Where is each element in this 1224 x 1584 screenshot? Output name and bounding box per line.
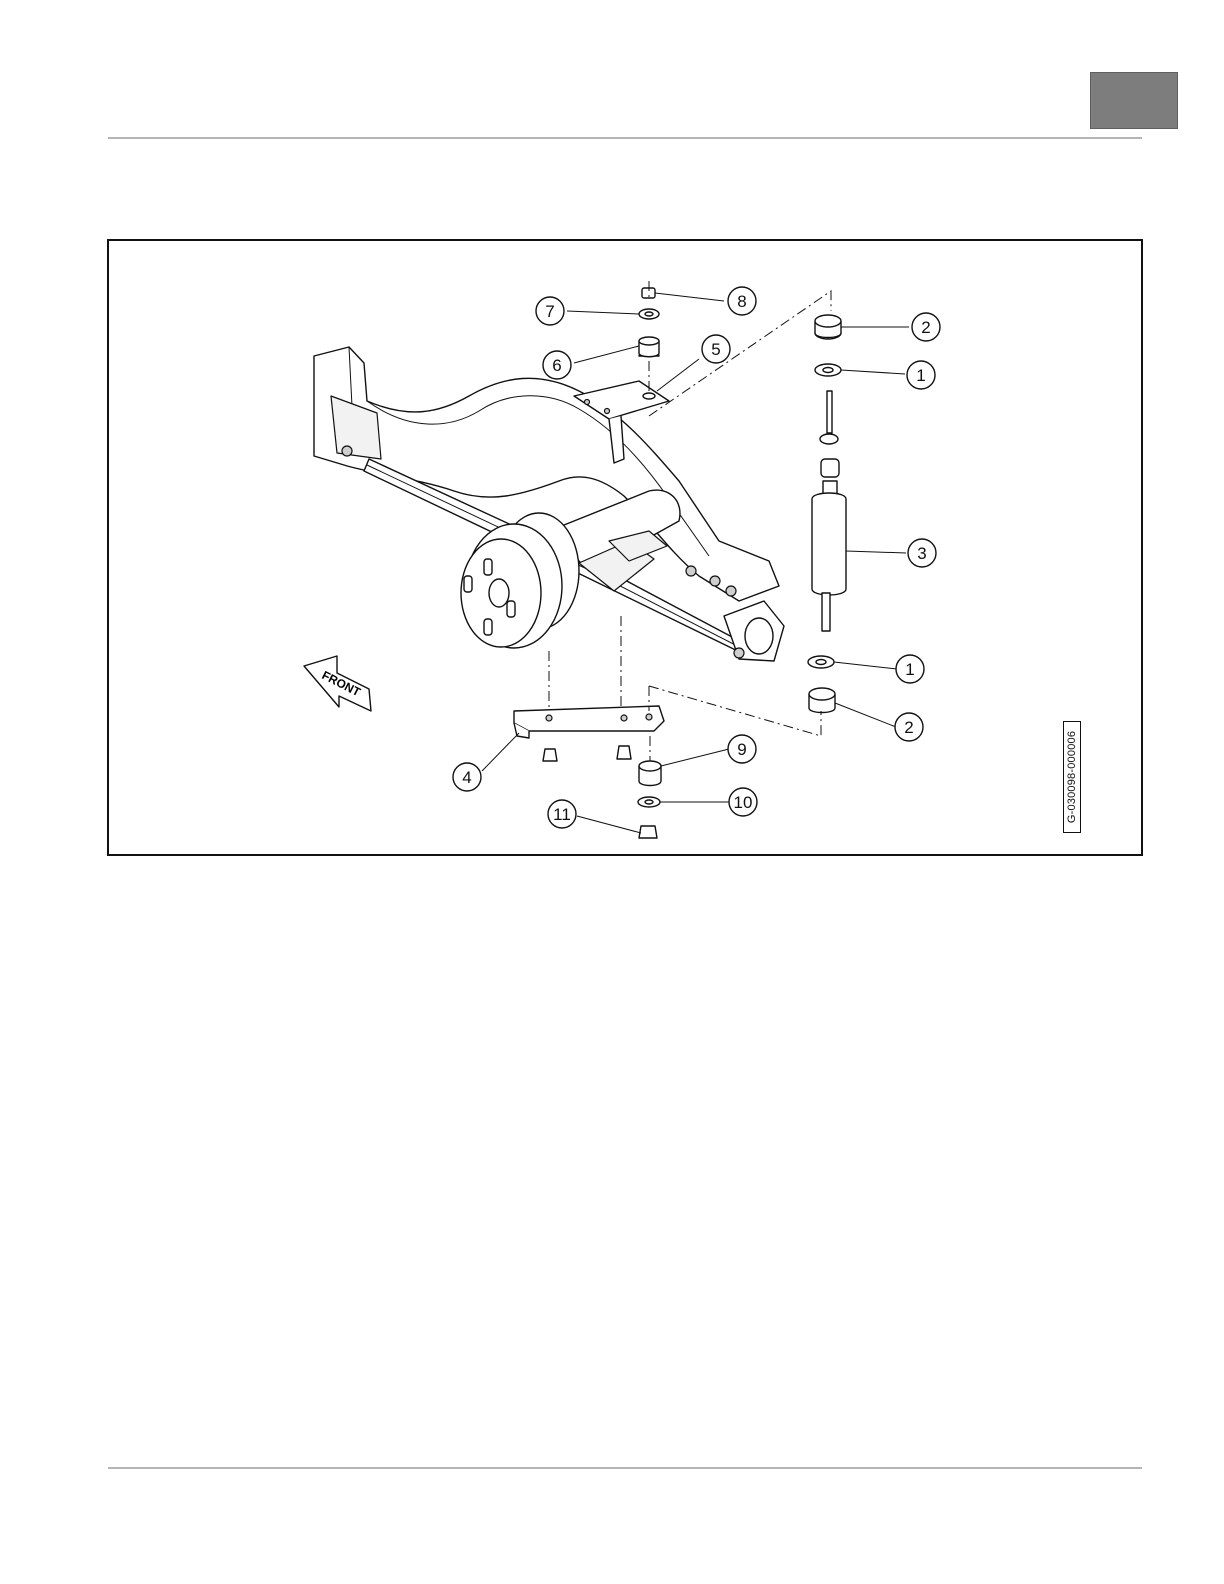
svg-text:3: 3 xyxy=(917,544,926,563)
front-direction-arrow: FRONT xyxy=(304,656,371,711)
svg-text:1: 1 xyxy=(916,366,925,385)
svg-text:2: 2 xyxy=(921,318,930,337)
drawing-id-text: G-030098-000006 xyxy=(1066,731,1078,823)
svg-text:6: 6 xyxy=(552,356,561,375)
callout-2-lower: 2 xyxy=(895,713,923,741)
upper-mount-hardware xyxy=(639,288,659,357)
rear-suspension-illustration: FRONT 8 7 6 xyxy=(109,241,1141,854)
drawing-id-label: G-030098-000006 xyxy=(1063,721,1081,833)
callout-8: 8 xyxy=(728,287,756,315)
callout-10: 10 xyxy=(729,788,757,816)
callout-3: 3 xyxy=(908,539,936,567)
callout-1-upper: 1 xyxy=(907,361,935,389)
callout-7: 7 xyxy=(536,297,564,325)
svg-text:10: 10 xyxy=(734,793,753,812)
svg-text:11: 11 xyxy=(553,805,571,824)
brake-drum xyxy=(461,513,579,648)
callout-1-lower: 1 xyxy=(896,655,924,683)
svg-text:9: 9 xyxy=(737,740,746,759)
section-tab-marker xyxy=(1090,72,1178,129)
svg-text:8: 8 xyxy=(737,292,746,311)
svg-text:7: 7 xyxy=(545,302,554,321)
callout-5: 5 xyxy=(702,335,730,363)
callout-9: 9 xyxy=(728,735,756,763)
exploded-view-figure: FRONT 8 7 6 xyxy=(107,239,1143,856)
svg-text:2: 2 xyxy=(904,718,913,737)
callout-4: 4 xyxy=(453,763,481,791)
svg-text:4: 4 xyxy=(462,768,471,787)
shock-absorber xyxy=(808,315,846,713)
lower-mount-hardware xyxy=(638,761,661,838)
lower-shock-plate xyxy=(514,706,664,761)
header-rule xyxy=(108,137,1142,139)
svg-text:1: 1 xyxy=(905,660,914,679)
footer-rule xyxy=(108,1467,1142,1469)
callout-6: 6 xyxy=(543,351,571,379)
callout-2-upper: 2 xyxy=(912,313,940,341)
svg-text:5: 5 xyxy=(711,340,720,359)
callout-11: 11 xyxy=(548,800,576,828)
